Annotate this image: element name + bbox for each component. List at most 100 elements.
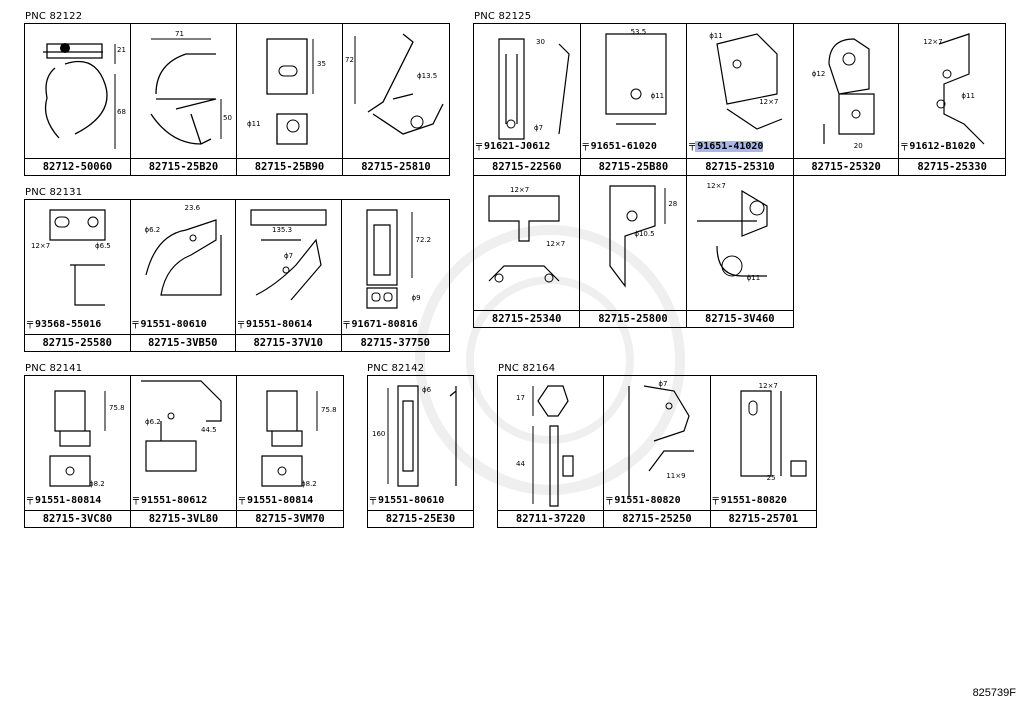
part-cell[interactable]: ϕ6.2 44.5 ╤91551-80612 82715-3VL80 (131, 376, 237, 527)
pnc-82122-label: PNC 82122 (25, 11, 83, 22)
part-number[interactable]: 82715-25250 (604, 510, 710, 527)
part-number[interactable]: 82715-25310 (687, 158, 793, 175)
part-cell[interactable]: 28 ϕ10.5 82715-25800 (580, 176, 687, 327)
part-number[interactable]: 82715-25580 (25, 334, 130, 351)
part-cell[interactable]: 75.8 ϕ8.2 ╤91551-80814 82715-3VC80 (25, 376, 131, 527)
dimension: 72 (345, 56, 354, 64)
bolt-callout[interactable]: ╤91551-80612 (133, 494, 208, 506)
part-number[interactable]: 82715-25320 (793, 158, 899, 175)
part-number[interactable]: 82712-50060 (25, 158, 130, 175)
dimension: ϕ9 (411, 294, 421, 302)
bolt-callout[interactable]: ╤91551-80610 (370, 494, 445, 506)
part-number[interactable]: 82715-25B80 (580, 158, 687, 175)
part-cell[interactable]: 12×7 ϕ6.5 ╤93568-55016 82715-25580 (25, 200, 131, 351)
pnc-82122-panel: 21 68 82712-50060 71 50 82715-25B20 35 ϕ… (24, 23, 450, 176)
bolt-callout[interactable]: ╤91671-80816 (343, 318, 418, 330)
dimension: ϕ13.5 (417, 72, 438, 80)
dimension: 11×9 (666, 472, 686, 480)
bracket-drawing (823, 38, 875, 144)
pnc-82131-panel: 12×7 ϕ6.5 ╤93568-55016 82715-25580 23.6 … (24, 199, 450, 352)
bolt-icon: ╤ (238, 318, 245, 329)
bracket-drawing (261, 390, 318, 487)
bracket-drawing (49, 209, 106, 306)
dimension: ϕ6.2 (145, 418, 161, 426)
bolt-callout[interactable]: ╤93568-55016 (27, 318, 102, 330)
bolt-callout[interactable]: ╤91551-80614 (238, 318, 313, 330)
part-cell[interactable]: ϕ11 12×7 ╤91651-41020 82715-25310 (687, 24, 794, 175)
part-number[interactable]: 82715-3VL80 (131, 510, 236, 527)
dimension: 30 (536, 38, 545, 46)
part-number[interactable]: 82715-37750 (341, 334, 449, 351)
bolt-icon: ╤ (343, 318, 350, 329)
part-cell[interactable]: 12×7 12×7 82715-25340 (474, 176, 581, 327)
bolt-callout[interactable]: ╤91612-B1020 (901, 140, 976, 152)
bolt-callout[interactable]: ╤91551-80610 (132, 318, 207, 330)
dimension: ϕ6.2 (144, 226, 161, 234)
bolt-icon: ╤ (370, 494, 377, 505)
bolt-icon: ╤ (27, 318, 34, 329)
dimension: 72.2 (415, 236, 432, 244)
bolt-callout[interactable]: ╤91551-80820 (712, 494, 787, 506)
part-cell[interactable]: ϕ6 160 ╤91551-80610 82715-25E30 (368, 376, 473, 527)
part-cell[interactable]: 75.8 ϕ8.2 ╤91551-80814 82715-3VM70 (237, 376, 343, 527)
dimension: 21 (117, 46, 126, 54)
pnc-82142-panel: ϕ6 160 ╤91551-80610 82715-25E30 (367, 375, 474, 528)
part-number[interactable]: 82715-25E30 (368, 510, 473, 527)
bolt-icon: ╤ (712, 494, 719, 505)
part-number[interactable]: 82715-3VC80 (25, 510, 130, 527)
pnc-82131-label: PNC 82131 (25, 187, 83, 198)
bracket-drawing (49, 390, 106, 487)
part-cell[interactable]: 21 68 82712-50060 (25, 24, 131, 175)
part-cell[interactable]: 135.3 ϕ7 ╤91551-80614 82715-37V10 (236, 200, 342, 351)
part-cell[interactable]: 23.6 ϕ6.2 ╤91551-80610 82715-3VB50 (130, 200, 236, 351)
dimension: 23.6 (184, 204, 201, 212)
pnc-82164-label: PNC 82164 (498, 363, 556, 374)
dimension: ϕ11 (709, 32, 723, 40)
dimension: 75.8 (109, 404, 125, 412)
part-cell[interactable]: 53.5 ϕ11 ╤91651-61020 82715-25B80 (580, 24, 688, 175)
part-number[interactable]: 82715-3VB50 (130, 334, 235, 351)
bolt-icon: ╤ (27, 494, 34, 505)
part-number[interactable]: 82715-25800 (580, 310, 686, 327)
dimension: 25 (766, 474, 776, 482)
part-number[interactable]: 82715-25810 (343, 158, 449, 175)
part-number[interactable]: 82715-22560 (474, 158, 580, 175)
pnc-82141-panel: 75.8 ϕ8.2 ╤91551-80814 82715-3VC80 ϕ6.2 … (24, 375, 344, 528)
bolt-callout[interactable]: ╤91621-J0612 (476, 140, 551, 152)
part-number[interactable]: 82715-25330 (899, 158, 1005, 175)
part-cell[interactable]: 17 44 82711-37220 (498, 376, 605, 527)
bracket-drawing (716, 33, 783, 130)
part-cell[interactable]: 12×7 25 ╤91551-80820 82715-25701 (710, 376, 816, 527)
bracket-drawing (141, 380, 222, 472)
part-number[interactable]: 82715-25701 (710, 510, 816, 527)
part-cell[interactable]: 72 ϕ13.5 82715-25810 (343, 24, 449, 175)
part-number[interactable]: 82715-25B20 (131, 158, 236, 175)
part-cell[interactable]: 30 ϕ7 ╤91621-J0612 82715-22560 (474, 24, 581, 175)
dimension: 12×7 (31, 242, 51, 250)
bolt-callout[interactable]: ╤91651-61020 (582, 140, 657, 152)
bolt-callout[interactable]: ╤91551-80820 (606, 494, 681, 506)
bolt-icon: ╤ (901, 140, 908, 151)
part-cell[interactable]: 71 50 82715-25B20 (131, 24, 237, 175)
part-cell[interactable]: 12×7 ϕ11 82715-3V460 (686, 176, 793, 327)
bracket-drawing (150, 38, 222, 145)
part-number[interactable]: 82715-37V10 (236, 334, 341, 351)
bolt-callout[interactable]: ╤91551-80814 (239, 494, 314, 506)
dimension: ϕ7 (658, 380, 668, 388)
bolt-icon: ╤ (689, 140, 696, 151)
part-cell[interactable]: 35 ϕ11 82715-25B90 (237, 24, 343, 175)
dimension: ϕ8.2 (89, 480, 105, 488)
part-cell[interactable]: ϕ12 20 82715-25320 (793, 24, 900, 175)
part-number[interactable]: 82715-3V460 (686, 310, 793, 327)
part-cell[interactable]: ϕ7 11×9 ╤91551-80820 82715-25250 (604, 376, 711, 527)
part-cell[interactable]: 12×7 ϕ11 ╤91612-B1020 82715-25330 (899, 24, 1005, 175)
part-number[interactable]: 82711-37220 (498, 510, 604, 527)
bolt-callout-highlighted[interactable]: ╤91651-41020 (689, 140, 764, 152)
part-number[interactable]: 82715-25340 (474, 310, 580, 327)
dimension: 44 (516, 460, 525, 468)
dimension: 12×7 (758, 382, 778, 390)
part-number[interactable]: 82715-25B90 (237, 158, 342, 175)
part-cell[interactable]: 72.2 ϕ9 ╤91671-80816 82715-37750 (341, 200, 449, 351)
part-number[interactable]: 82715-3VM70 (237, 510, 343, 527)
bolt-callout[interactable]: ╤91551-80814 (27, 494, 102, 506)
